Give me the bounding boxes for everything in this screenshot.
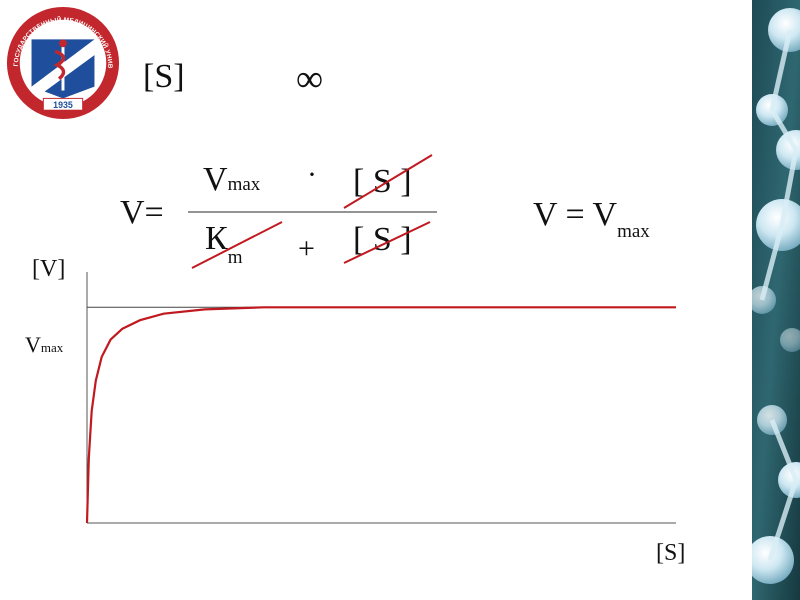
- university-logo: КУРСКИЙ ГОСУДАРСТВЕННЫЙ МЕДИЦИНСКИЙ УНИВ…: [4, 4, 120, 120]
- michaelis-constant: Кm: [205, 220, 242, 268]
- numerator-v: Vmax: [203, 163, 260, 197]
- limit-substrate: [S]: [143, 58, 185, 95]
- vmax-tick-v: V: [25, 332, 41, 357]
- multiply-dot: ·: [307, 158, 317, 191]
- numerator-substrate: [ S ]: [353, 163, 412, 200]
- numerator-v-letter: V: [203, 161, 228, 198]
- vmax-tick-label: Vmax: [25, 332, 63, 358]
- result-equation: V = Vmax: [533, 196, 650, 242]
- side-ice-crystal-image: [752, 0, 800, 600]
- numerator-max-subscript: max: [227, 174, 261, 195]
- equation-lhs: V=: [120, 194, 164, 231]
- result-max-subscript: max: [617, 221, 650, 242]
- michaelis-menten-chart: [85, 272, 676, 524]
- km-subscript: m: [227, 247, 243, 268]
- logo-year: 1935: [53, 100, 73, 110]
- denominator-substrate: [ S ]: [353, 221, 412, 258]
- result-v: V: [592, 196, 618, 233]
- saturation-curve: [85, 306, 676, 524]
- plus-sign: +: [298, 232, 315, 265]
- infinity-symbol: ∞: [296, 58, 324, 100]
- x-axis-label: [S]: [656, 540, 686, 566]
- y-axis-label: [V]: [32, 256, 66, 282]
- vmax-tick-max: max: [40, 340, 64, 355]
- km-letter: К: [205, 220, 228, 257]
- result-lhs: V =: [533, 196, 585, 233]
